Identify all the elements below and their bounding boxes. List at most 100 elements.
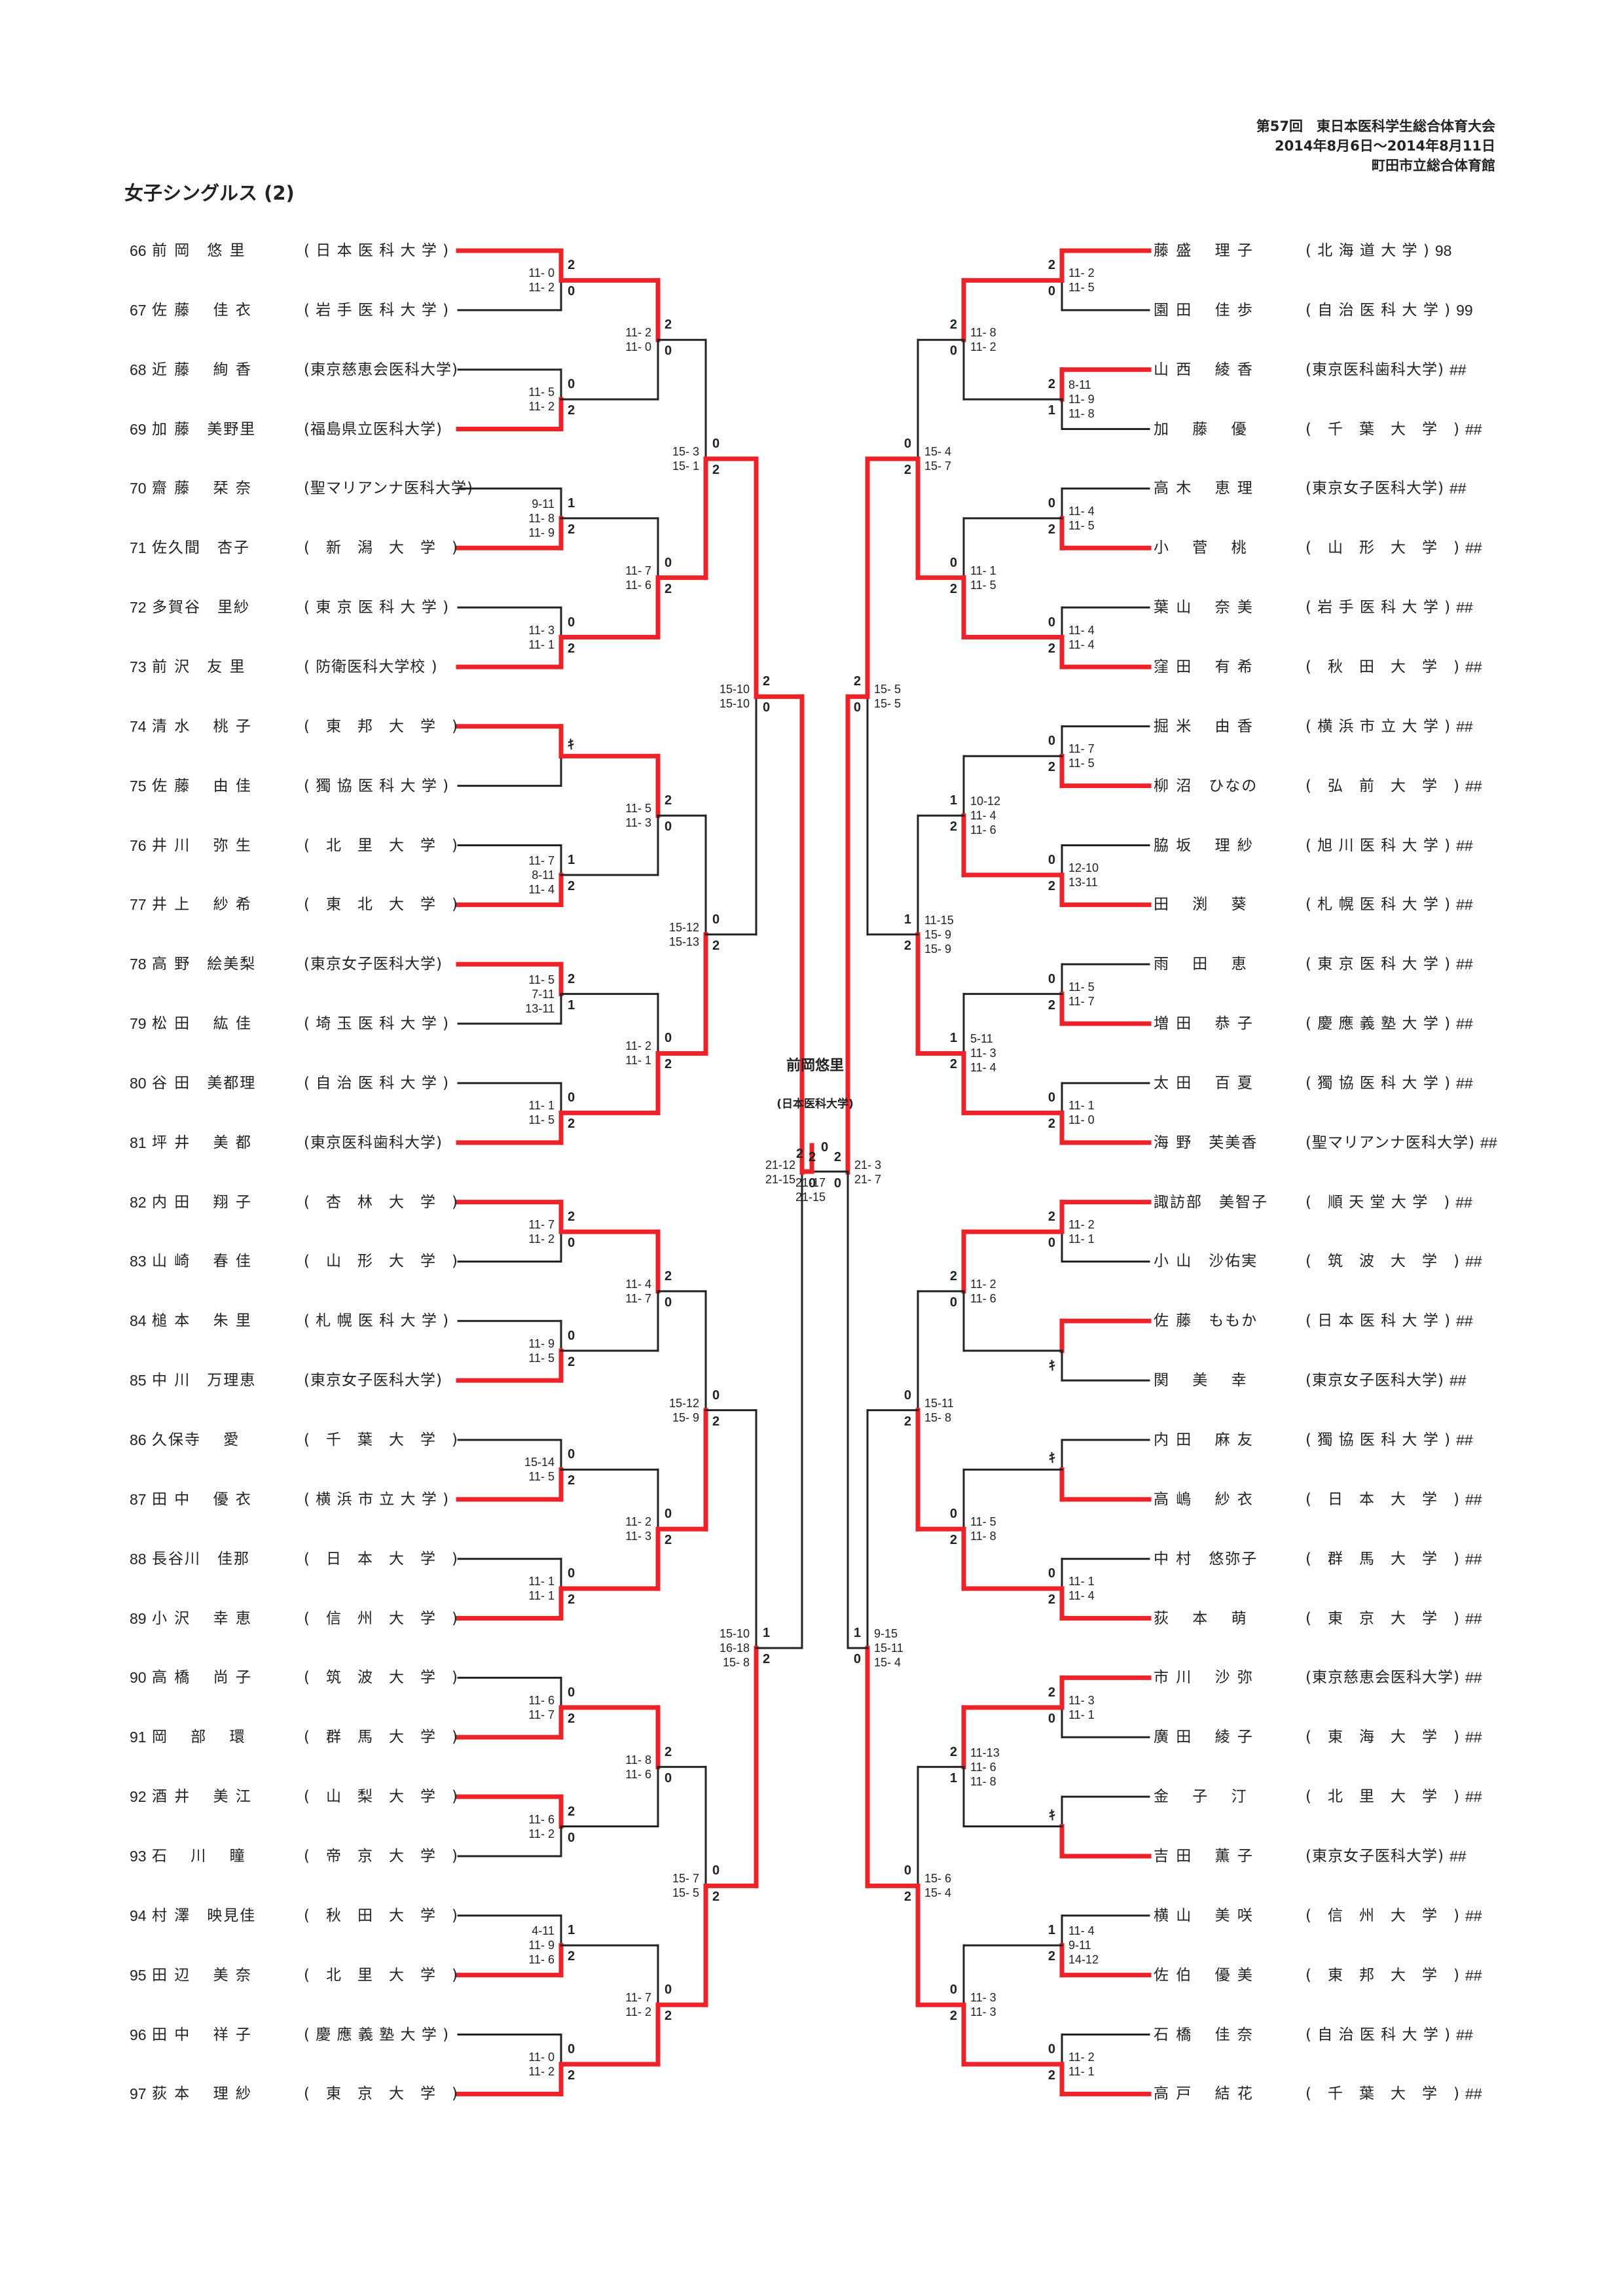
point-score: 11- 5 (528, 1470, 555, 1484)
point-score: 11- 9 (1068, 393, 1095, 406)
point-score: 13-11 (1068, 875, 1098, 889)
player-name: 山 西 綾 香 (1154, 361, 1254, 378)
point-score: 11- 5 (1068, 980, 1095, 994)
game-count: 0 (853, 700, 861, 715)
point-score: 11- 6 (625, 1767, 651, 1781)
player-entry: 高 嶋 紗 衣( 日 本 大 学 )## (1154, 1490, 1482, 1509)
point-score: 11- 9 (528, 1336, 555, 1350)
point-score: 15- 8 (924, 1410, 952, 1424)
point-score: 11- 4 (1068, 1924, 1095, 1938)
point-score: 21- 7 (854, 1173, 882, 1187)
player-entry: 佐 伯 優 美( 東 邦 大 学 )## (1154, 1965, 1482, 1985)
point-score: 11- 5 (1068, 518, 1095, 532)
player-number: 77 (130, 896, 147, 914)
game-count: 0 (712, 1388, 720, 1403)
player-entry: 吉 田 薫 子(東京女子医科大学)## (1154, 1846, 1467, 1866)
player-entry: 太 田 百 夏( 獨 協 医 科 大 学 )## (1154, 1073, 1473, 1093)
player-school: ( 順 天 堂 大 学 ) (1305, 1193, 1451, 1211)
game-count: 2 (665, 317, 672, 332)
player-school: (東京女子医科大学) (304, 1372, 443, 1390)
point-score: 5-11 (970, 1032, 993, 1046)
point-score: 15- 5 (874, 683, 902, 696)
game-count: 0 (568, 1566, 575, 1581)
player-number: 81 (130, 1134, 147, 1151)
point-score: 11- 4 (528, 882, 555, 896)
point-score: 21- 3 (854, 1158, 882, 1172)
point-score: 11- 2 (625, 326, 651, 340)
player-entry: 金 子 汀( 北 里 大 学 )## (1154, 1787, 1482, 1806)
point-score: 15- 9 (924, 927, 952, 941)
point-score: 11- 5 (528, 973, 555, 986)
point-score: 11- 1 (1068, 1232, 1095, 1246)
player-school: ( 自 治 医 科 大 学 ) (1305, 301, 1451, 319)
point-score: 4-11 (532, 1924, 555, 1938)
player-number: 88 (130, 1550, 147, 1568)
player-number: ## (1465, 1609, 1482, 1627)
event-dates: 2014年8月6日～2014年8月11日 (1275, 138, 1495, 154)
player-number: 76 (130, 836, 147, 854)
point-score: 11- 5 (528, 386, 555, 399)
point-score: 15- 8 (722, 1655, 750, 1669)
point-score: 11- 1 (1068, 1099, 1095, 1113)
game-count: 0 (665, 1982, 672, 1998)
game-count: 2 (712, 938, 720, 953)
player-name: 前 沢 友 里 (152, 658, 246, 675)
player-name: 市 川 沙 弥 (1154, 1669, 1254, 1687)
point-score: 11- 5 (1068, 281, 1095, 295)
point-score: 11- 3 (1068, 1693, 1095, 1707)
player-school: ( 東 京 大 学 ) (304, 2085, 458, 2103)
game-count: 2 (568, 1473, 575, 1488)
game-count: 2 (568, 1117, 575, 1132)
point-score: 11- 1 (970, 564, 996, 577)
player-name: 高 木 恵 理 (1154, 480, 1254, 497)
player-entry: 市 川 沙 弥(東京慈恵会医科大学)## (1154, 1668, 1482, 1687)
player-school: ( 秋 田 大 学 ) (1305, 658, 1460, 675)
point-score: 11-13 (970, 1746, 1000, 1759)
player-name: 田 辺 美 奈 (152, 1966, 252, 1984)
player-school: ( 筑 波 大 学 ) (1305, 1253, 1460, 1270)
point-score: 11- 7 (1068, 742, 1095, 756)
player-entry: 田 渕 葵( 札 幌 医 科 大 学 )## (1154, 895, 1473, 914)
player-school: ( 東 邦 大 学 ) (1305, 1966, 1460, 1984)
point-score: 11- 5 (625, 802, 651, 816)
game-count: 0 (1048, 1566, 1055, 1581)
player-number: ## (1449, 1847, 1467, 1865)
game-count: 0 (1048, 2041, 1055, 2056)
final-game-count: 2 (796, 1147, 804, 1161)
point-score: 11- 8 (970, 1774, 996, 1788)
point-score: 11- 2 (1068, 2050, 1095, 2064)
player-number: ## (1456, 1074, 1473, 1092)
player-number: 84 (130, 1312, 147, 1330)
point-score: 11- 8 (970, 326, 996, 340)
player-school: ( 埼 玉 医 科 大 学 ) (304, 1015, 450, 1033)
player-name: 加 藤 美野里 (152, 420, 257, 438)
point-score: 11- 4 (970, 1061, 996, 1075)
player-number: ## (1449, 1372, 1467, 1390)
game-count: 1 (568, 495, 575, 511)
game-count: 1 (949, 793, 957, 808)
point-score: 9-15 (874, 1626, 898, 1640)
game-count: 2 (1048, 878, 1055, 893)
point-score: 15-10 (719, 683, 750, 696)
point-score: 11- 0 (1068, 1113, 1095, 1127)
point-score: 11- 6 (528, 1812, 555, 1826)
player-number: ## (1465, 1490, 1482, 1508)
player-name: 葉 山 奈 美 (1154, 599, 1254, 617)
player-entry: 海 野 芙美香(聖マリアンナ医科大学)## (1154, 1133, 1497, 1153)
point-score: 15-13 (668, 935, 699, 948)
point-score: 10-12 (970, 795, 1001, 808)
point-score: 15- 9 (924, 942, 952, 956)
point-score: 11- 1 (1068, 1708, 1095, 1721)
point-score: 11- 4 (1068, 637, 1095, 651)
player-school: (東京慈恵会医科大学) (1305, 1669, 1460, 1687)
point-score: 11- 4 (970, 809, 996, 823)
player-number: 74 (130, 717, 147, 735)
point-score: 15- 1 (672, 459, 699, 473)
point-score: 11- 1 (1068, 2064, 1095, 2078)
